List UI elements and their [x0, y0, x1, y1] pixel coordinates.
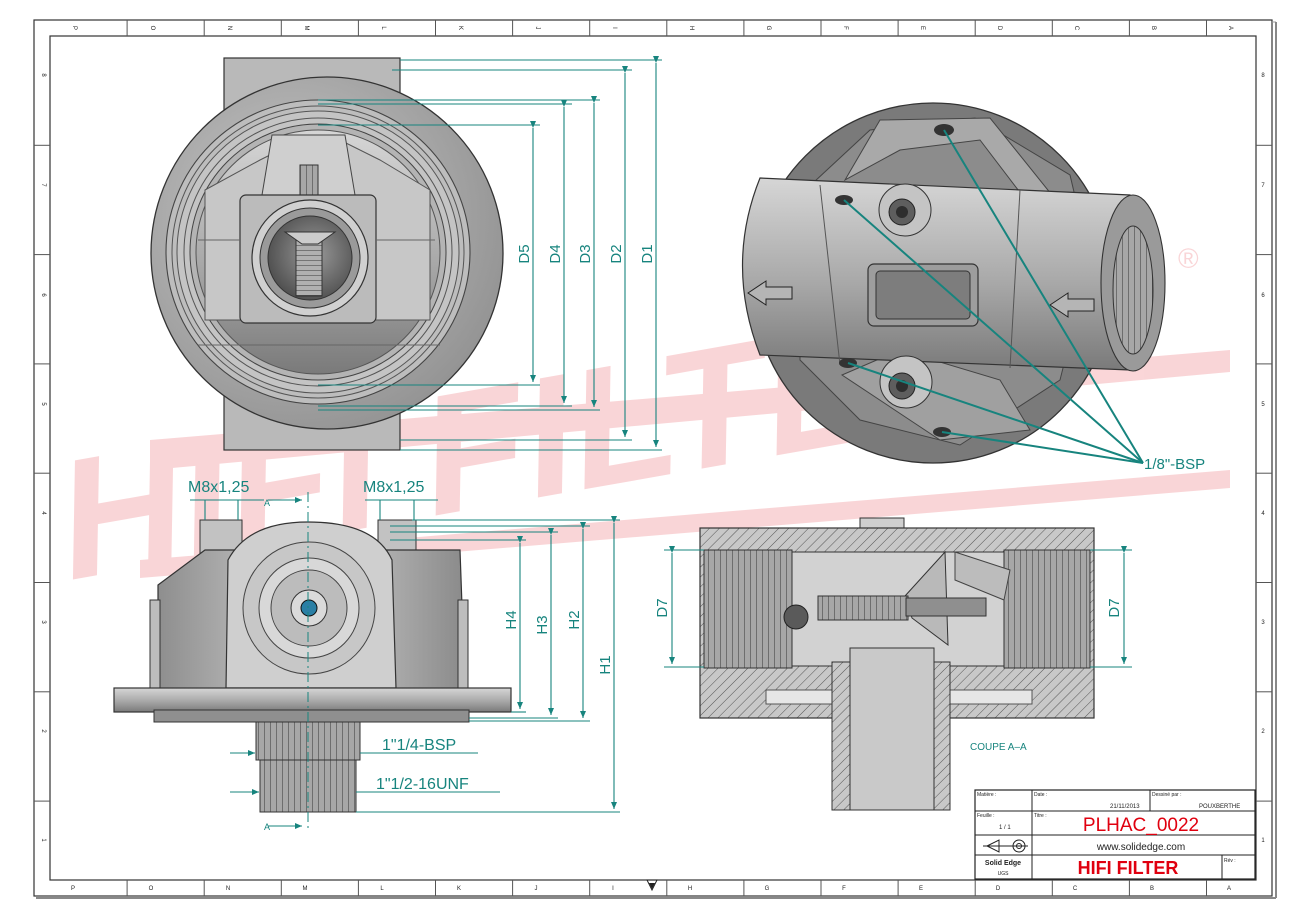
right-row-label: 6 [1261, 293, 1265, 299]
front-view-dimensions [318, 56, 662, 451]
section-view [699, 517, 1095, 811]
section-caption: COUPE A–A [970, 742, 1027, 753]
top-col-label: E [919, 26, 925, 30]
right-row-label: 4 [1261, 511, 1265, 517]
dim-d1: D1 [639, 244, 656, 263]
title-label: Titre : [1034, 813, 1047, 819]
top-col-label: N [226, 26, 232, 30]
left-row-label: 7 [40, 183, 46, 187]
bottom-col-label: J [535, 886, 538, 892]
bottom-col-label: G [765, 886, 770, 892]
right-row-label: 2 [1261, 729, 1265, 735]
drawn-by-value: POUXBERTHE [1199, 804, 1240, 810]
dim-d7-right: D7 [1106, 598, 1123, 617]
bottom-col-label: D [996, 886, 1001, 892]
border-labels: P O N M L K J I H G F E D C B A P O N M … [40, 26, 1265, 893]
top-col-label: A [1227, 26, 1233, 30]
part-number: PLHAC_0022 [1083, 815, 1199, 836]
right-row-label: 7 [1261, 183, 1265, 189]
left-row-label: 4 [40, 511, 46, 515]
drawn-by-label: Dessiné par : [1152, 792, 1181, 798]
top-col-label: H [688, 26, 694, 30]
top-col-label: I [611, 27, 617, 29]
website: www.solidedge.com [1096, 842, 1185, 853]
left-row-label: 6 [40, 293, 46, 297]
software-sub: UGS [998, 871, 1010, 877]
sheet-label: Feuille : [977, 813, 995, 819]
rev-label: Rév : [1224, 858, 1236, 864]
bottom-col-label: I [612, 886, 614, 892]
top-col-label: M [303, 26, 309, 31]
material-label: Matière : [977, 792, 996, 798]
right-row-label: 3 [1261, 620, 1265, 626]
thread-unf-label: 1"1/2-16UNF [376, 776, 469, 793]
bottom-col-label: B [1150, 886, 1154, 892]
top-col-label: O [149, 26, 155, 31]
bottom-col-label: H [688, 886, 692, 892]
bottom-col-label: O [149, 886, 154, 892]
dim-h2: H2 [566, 610, 583, 629]
top-col-label: F [842, 26, 848, 30]
left-row-label: 3 [40, 620, 46, 624]
section-view-dimensions [664, 546, 1132, 668]
bottom-col-label: P [71, 886, 75, 892]
dim-d2: D2 [608, 244, 625, 263]
dim-h3: H3 [534, 615, 551, 634]
dim-h4: H4 [503, 610, 520, 629]
bottom-col-label: E [919, 886, 923, 892]
date-value: 21/11/2013 [1110, 804, 1140, 810]
top-col-label: J [534, 27, 540, 30]
dim-d7-left: D7 [654, 598, 671, 617]
top-col-label: K [457, 26, 463, 30]
registered-mark: ® [1178, 243, 1199, 274]
bottom-col-label: F [842, 886, 846, 892]
port-bsp-label: 1/8"-BSP [1144, 456, 1205, 473]
left-row-label: 1 [40, 838, 46, 842]
top-col-label: D [996, 26, 1002, 31]
top-col-label: G [765, 26, 771, 31]
top-col-label: C [1073, 26, 1079, 31]
front-view [150, 57, 504, 451]
left-row-label: 8 [40, 73, 46, 77]
left-row-label: 5 [40, 402, 46, 406]
dim-h1: H1 [597, 655, 614, 674]
bottom-col-label: K [457, 886, 461, 892]
left-row-label: 2 [40, 729, 46, 733]
sheet-value: 1 / 1 [999, 825, 1011, 831]
right-row-label: 5 [1261, 402, 1265, 408]
projection-symbol-icon [983, 839, 1028, 853]
software-name: Solid Edge [985, 860, 1021, 867]
bottom-col-label: M [303, 886, 308, 892]
thread-m8-left: M8x1,25 [188, 479, 249, 496]
dim-d5: D5 [516, 244, 533, 263]
bottom-col-label: L [380, 886, 384, 892]
right-row-label: 8 [1261, 73, 1265, 79]
title-block [974, 789, 1256, 880]
bottom-col-label: A [1227, 886, 1231, 892]
dim-d4: D4 [547, 244, 564, 263]
section-mark-bottom: A [264, 822, 270, 832]
right-row-label: 1 [1261, 838, 1265, 844]
top-col-label: L [380, 26, 386, 30]
side-view [113, 492, 512, 832]
isometric-view [741, 102, 1166, 464]
thread-bsp-label: 1"1/4-BSP [382, 737, 456, 754]
thread-m8-right: M8x1,25 [363, 479, 424, 496]
bottom-col-label: C [1073, 886, 1078, 892]
top-col-label: B [1150, 26, 1156, 30]
date-label: Date : [1034, 792, 1047, 798]
top-col-label: P [71, 26, 77, 30]
dim-d3: D3 [577, 244, 594, 263]
bsp-port-leaders [843, 129, 1144, 464]
side-view-dimensions [190, 497, 620, 829]
bottom-col-label: N [226, 886, 230, 892]
company-name: HIFI FILTER [1078, 858, 1179, 878]
section-mark-top: A [264, 498, 270, 508]
